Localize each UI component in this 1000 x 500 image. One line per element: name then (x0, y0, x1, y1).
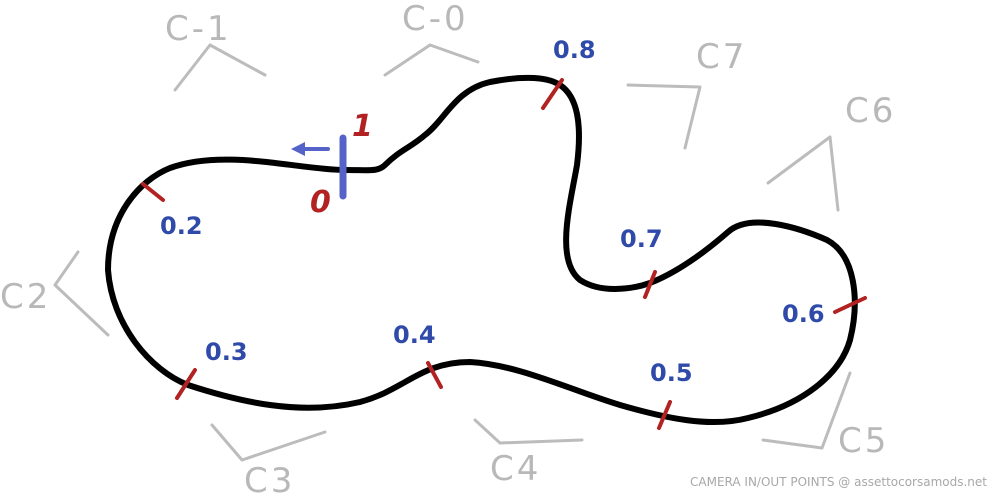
camera-bracket-c-1 (173, 43, 267, 92)
finish-label: 1 (352, 109, 373, 144)
direction-arrow-icon (291, 142, 330, 156)
camera-bracket-c7 (626, 83, 702, 150)
camera-label-c-1: C-1 (165, 9, 232, 49)
progress-label-0.3: 0.3 (205, 338, 248, 366)
watermark-text: CAMERA IN/OUT POINTS @ assettocorsamods.… (690, 475, 987, 489)
progress-label-0.6: 0.6 (782, 300, 825, 328)
camera-bracket-c2 (53, 250, 110, 337)
progress-label-0.8: 0.8 (553, 36, 596, 64)
camera-label-c5: C5 (838, 421, 889, 461)
progress-label-0.4: 0.4 (393, 321, 436, 349)
start-label: 0 (310, 185, 331, 220)
camera-label-c3: C3 (244, 461, 295, 500)
camera-label-c4: C4 (490, 449, 541, 489)
tick-0.2 (141, 182, 165, 202)
camera-bracket-c3 (210, 423, 327, 462)
track-outline (105, 74, 858, 426)
camera-bracket-c6 (766, 135, 840, 212)
tick-0.8 (541, 78, 564, 110)
camera-bracket-c5 (761, 371, 852, 450)
camera-bracket-c4 (473, 418, 584, 445)
progress-label-0.5: 0.5 (650, 359, 693, 387)
tick-0.7 (643, 270, 657, 299)
progress-label-0.7: 0.7 (620, 225, 663, 253)
camera-label-c6: C6 (845, 91, 896, 131)
tick-0.4 (426, 361, 443, 389)
tick-0.3 (175, 368, 197, 400)
camera-label-c-0: C-0 (402, 0, 469, 39)
tick-0.6 (833, 296, 867, 314)
camera-label-c2: C2 (0, 277, 51, 317)
progress-label-0.2: 0.2 (160, 212, 203, 240)
camera-label-c7: C7 (696, 37, 747, 77)
camera-bracket-c-0 (383, 43, 480, 77)
tick-0.5 (657, 400, 672, 430)
